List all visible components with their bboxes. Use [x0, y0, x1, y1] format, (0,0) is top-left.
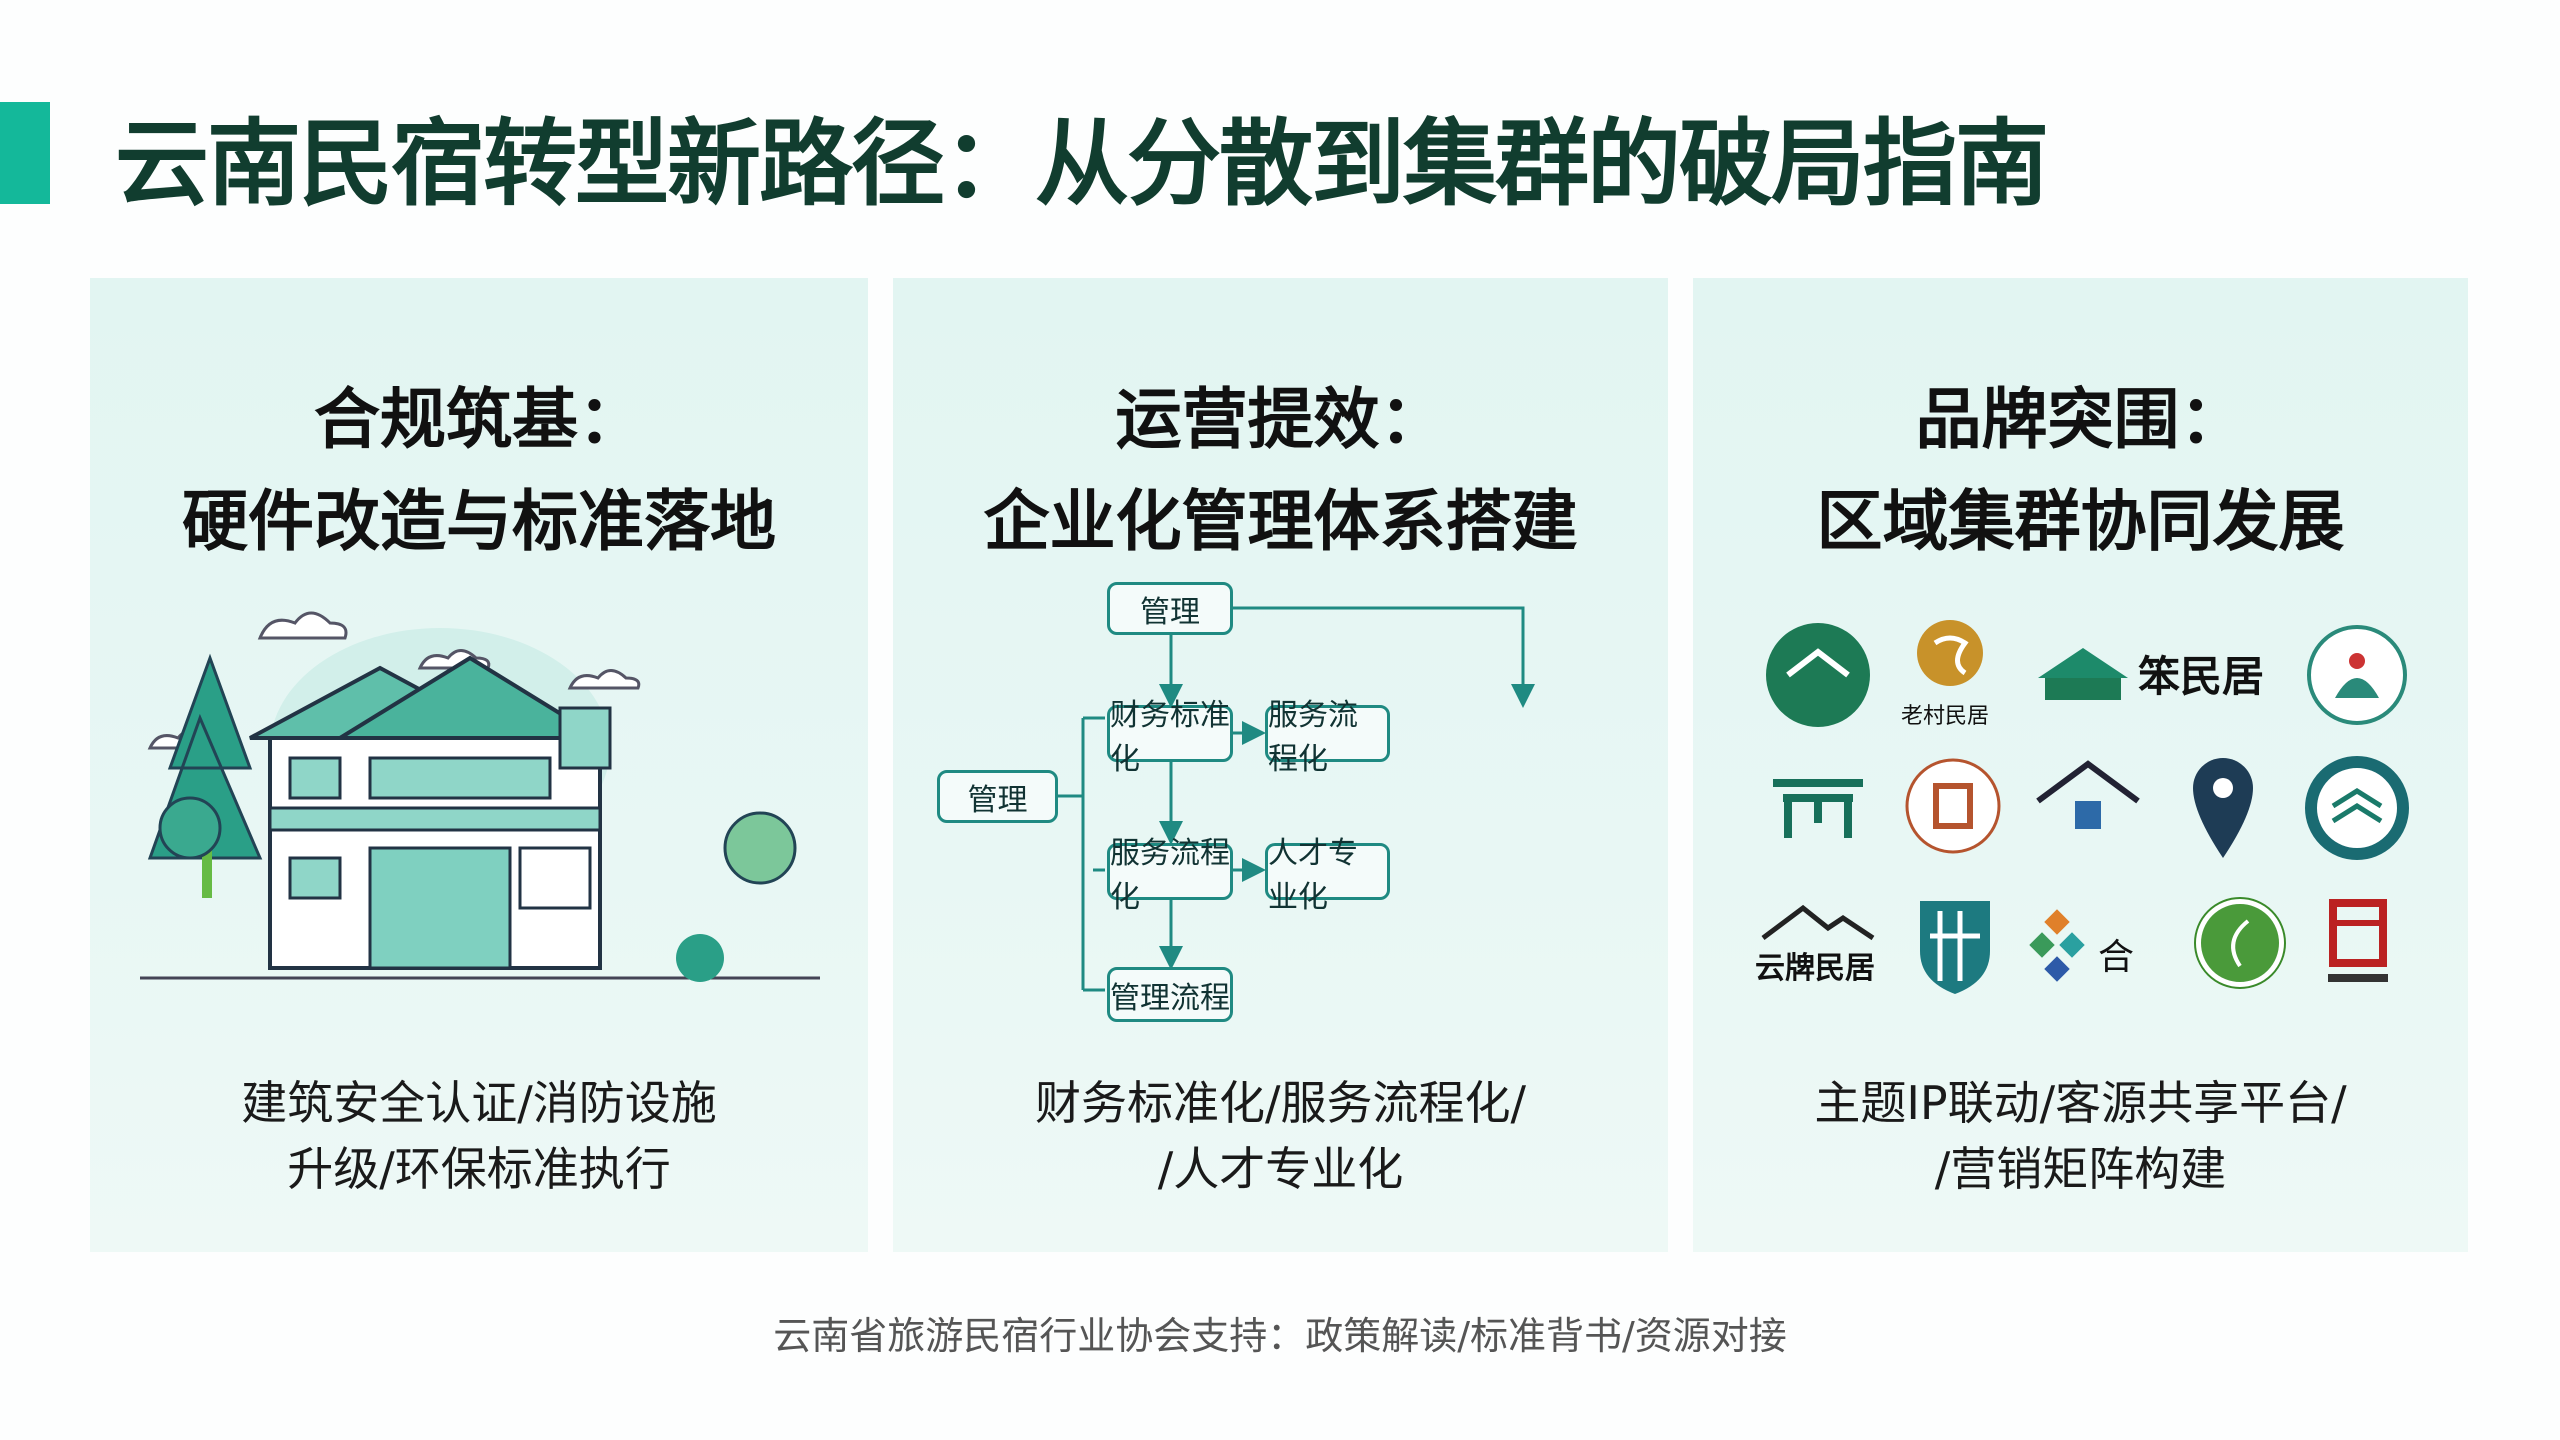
logo-gate: [1773, 779, 1863, 838]
logo-text: 笨民居: [2138, 652, 2265, 701]
desc-line: /人才专业化: [1157, 1142, 1404, 1196]
flow-node-finance: 财务标准化: [1107, 698, 1233, 777]
title-accent-bar: [0, 102, 50, 204]
logo-green-circle: [1766, 623, 1870, 727]
page-title: 云南民宿转型新路径：从分散到集群的破局指南: [115, 109, 2049, 219]
desc-line: /营销矩阵构建: [1934, 1142, 2227, 1196]
desc-line: 主题IP联动/客源共享平台/: [1814, 1076, 2347, 1130]
logo-shield: [1920, 901, 1990, 994]
panel-description: 财务标准化/服务流程化/ /人才专业化: [893, 1070, 1668, 1202]
panel-heading: 合规筑基：: [314, 380, 644, 458]
house-illustration: [140, 611, 820, 982]
logo-roof-cube: [2036, 760, 2140, 829]
panel-heading: 品牌突围：: [1915, 380, 2246, 458]
logo-text: 老村民居: [1901, 704, 1990, 729]
logo-location-pin: [2193, 758, 2253, 858]
desc-line: 财务标准化/服务流程化/: [1035, 1076, 1526, 1130]
logo-teal-circle: [2305, 756, 2409, 860]
flow-node-management-top: 管理: [1107, 582, 1233, 635]
panel-compliance: 合规筑基： 硬件改造与标准落地 建筑安全认证/消防设施升级/环保标准执行: [90, 278, 868, 1252]
flow-node-service: 服务流程化: [1107, 836, 1233, 915]
panel-operations: 运营提效： 企业化管理体系搭建 管理 管理 财务标准化 服务流程化 服务流程化 …: [893, 278, 1668, 1252]
desc-line: 建筑安全认证/消防设施: [241, 1076, 717, 1130]
logo-house: [2038, 648, 2128, 700]
flow-node-talent: 人才专业化: [1265, 836, 1390, 915]
desc-line: 升级/环保标准执行: [287, 1142, 671, 1196]
flow-node-service-right: 服务流程化: [1265, 698, 1390, 777]
logo-red-seal: [1905, 758, 2001, 854]
logo-text: 云牌民居: [1755, 951, 1875, 986]
panel-description: 建筑安全认证/消防设施升级/环保标准执行: [90, 1070, 868, 1202]
logo-diamond-tiles: [2029, 909, 2085, 982]
panel-heading: 运营提效：: [1115, 380, 1446, 458]
logo-gold-circle: [1917, 620, 1983, 686]
logo-leaf-circle: [2194, 897, 2286, 989]
panel-subheading: 硬件改造与标准落地: [182, 482, 776, 560]
logo-red-emblem: [2328, 899, 2388, 982]
logo-seal-circle: [2307, 625, 2407, 725]
logo-text: 合: [2098, 937, 2135, 978]
flow-node-process: 管理流程: [1107, 967, 1233, 1022]
logo-mountain: [1761, 904, 1875, 941]
panel-subheading: 企业化管理体系搭建: [983, 482, 1578, 560]
panel-brand: 品牌突围： 区域集群协同发展 老村民居 笨民居 云牌民居 合 主题IP联动/客源…: [1693, 278, 2468, 1252]
footer-note: 云南省旅游民宿行业协会支持：政策解读/标准背书/资源对接: [773, 1314, 1787, 1358]
flow-node-management-left: 管理: [937, 770, 1058, 823]
panel-subheading: 区域集群协同发展: [1816, 482, 2345, 560]
panel-description: 主题IP联动/客源共享平台/ /营销矩阵构建: [1693, 1070, 2468, 1202]
